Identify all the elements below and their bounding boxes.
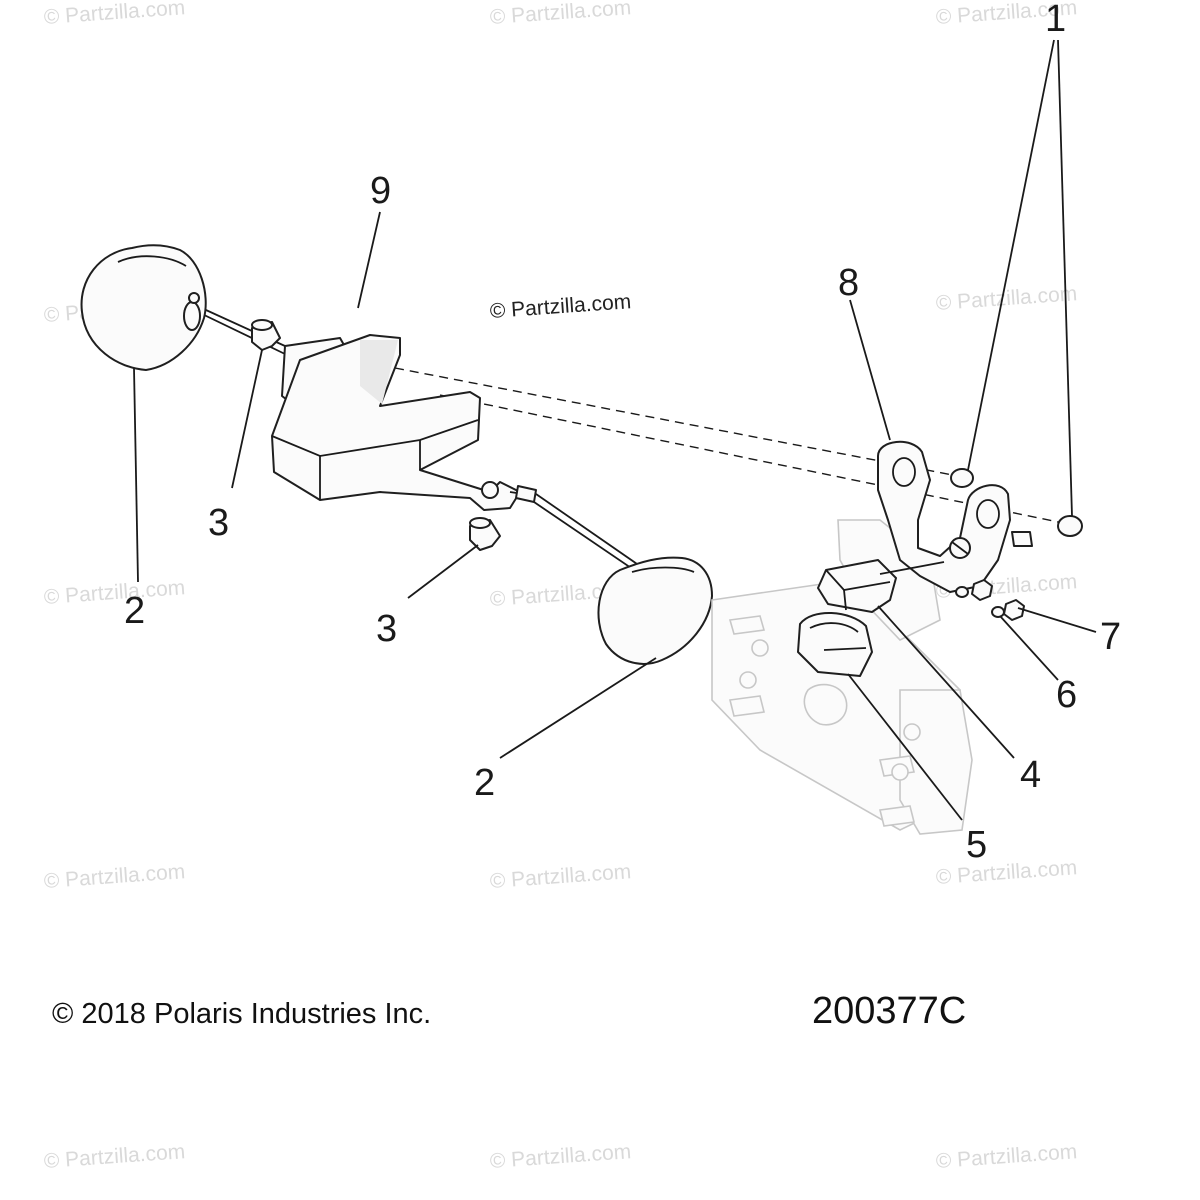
leader-line xyxy=(1057,39,1073,517)
washer xyxy=(991,606,1005,618)
leader-line xyxy=(847,673,963,821)
leader-line xyxy=(999,615,1059,681)
flange-nut xyxy=(950,468,974,488)
alignment-line xyxy=(394,367,959,477)
leader-line xyxy=(499,657,657,759)
wire-connector xyxy=(515,485,537,503)
turn-signal-lamp-left xyxy=(80,244,207,371)
copyright-notice: © 2018 Polaris Industries Inc. xyxy=(52,998,432,1030)
signal-stalk-rod xyxy=(533,501,641,575)
callout-label: 3 xyxy=(376,608,398,650)
callout-label: 1 xyxy=(1045,0,1067,40)
signal-stalk-rod xyxy=(535,493,641,567)
leader-line xyxy=(967,39,1055,471)
callout-label: 3 xyxy=(208,502,230,544)
tail-lamp xyxy=(797,611,873,677)
leader-line xyxy=(877,605,1015,759)
callout-label: 8 xyxy=(838,262,860,304)
alignment-line xyxy=(439,394,1069,525)
flange-nut xyxy=(1057,515,1083,537)
callout-label: 5 xyxy=(966,824,988,866)
hex-nut xyxy=(971,579,993,601)
hex-nut xyxy=(1003,599,1025,621)
callout-label: 2 xyxy=(124,590,146,632)
leader-line xyxy=(849,299,891,441)
license-plate-frame xyxy=(711,579,973,835)
turn-signal-mount xyxy=(271,334,521,511)
washer xyxy=(955,586,969,598)
bracket-connector xyxy=(1011,531,1033,547)
diagram-number: 200377C xyxy=(812,990,967,1032)
callout-label: 7 xyxy=(1100,616,1122,658)
callout-label: 6 xyxy=(1056,674,1078,716)
callout-label: 9 xyxy=(370,170,392,212)
callout-label: 4 xyxy=(1020,754,1042,796)
leader-line xyxy=(231,349,263,489)
turn-signal-lamp-right xyxy=(597,556,713,665)
bolt-lower xyxy=(469,517,501,551)
license-lamp xyxy=(817,559,945,613)
callout-label: 2 xyxy=(474,762,496,804)
leader-line xyxy=(357,211,381,309)
leader-line xyxy=(1017,607,1097,633)
leader-line xyxy=(133,367,139,583)
bolt-upper xyxy=(251,319,281,351)
leader-line xyxy=(407,544,479,599)
